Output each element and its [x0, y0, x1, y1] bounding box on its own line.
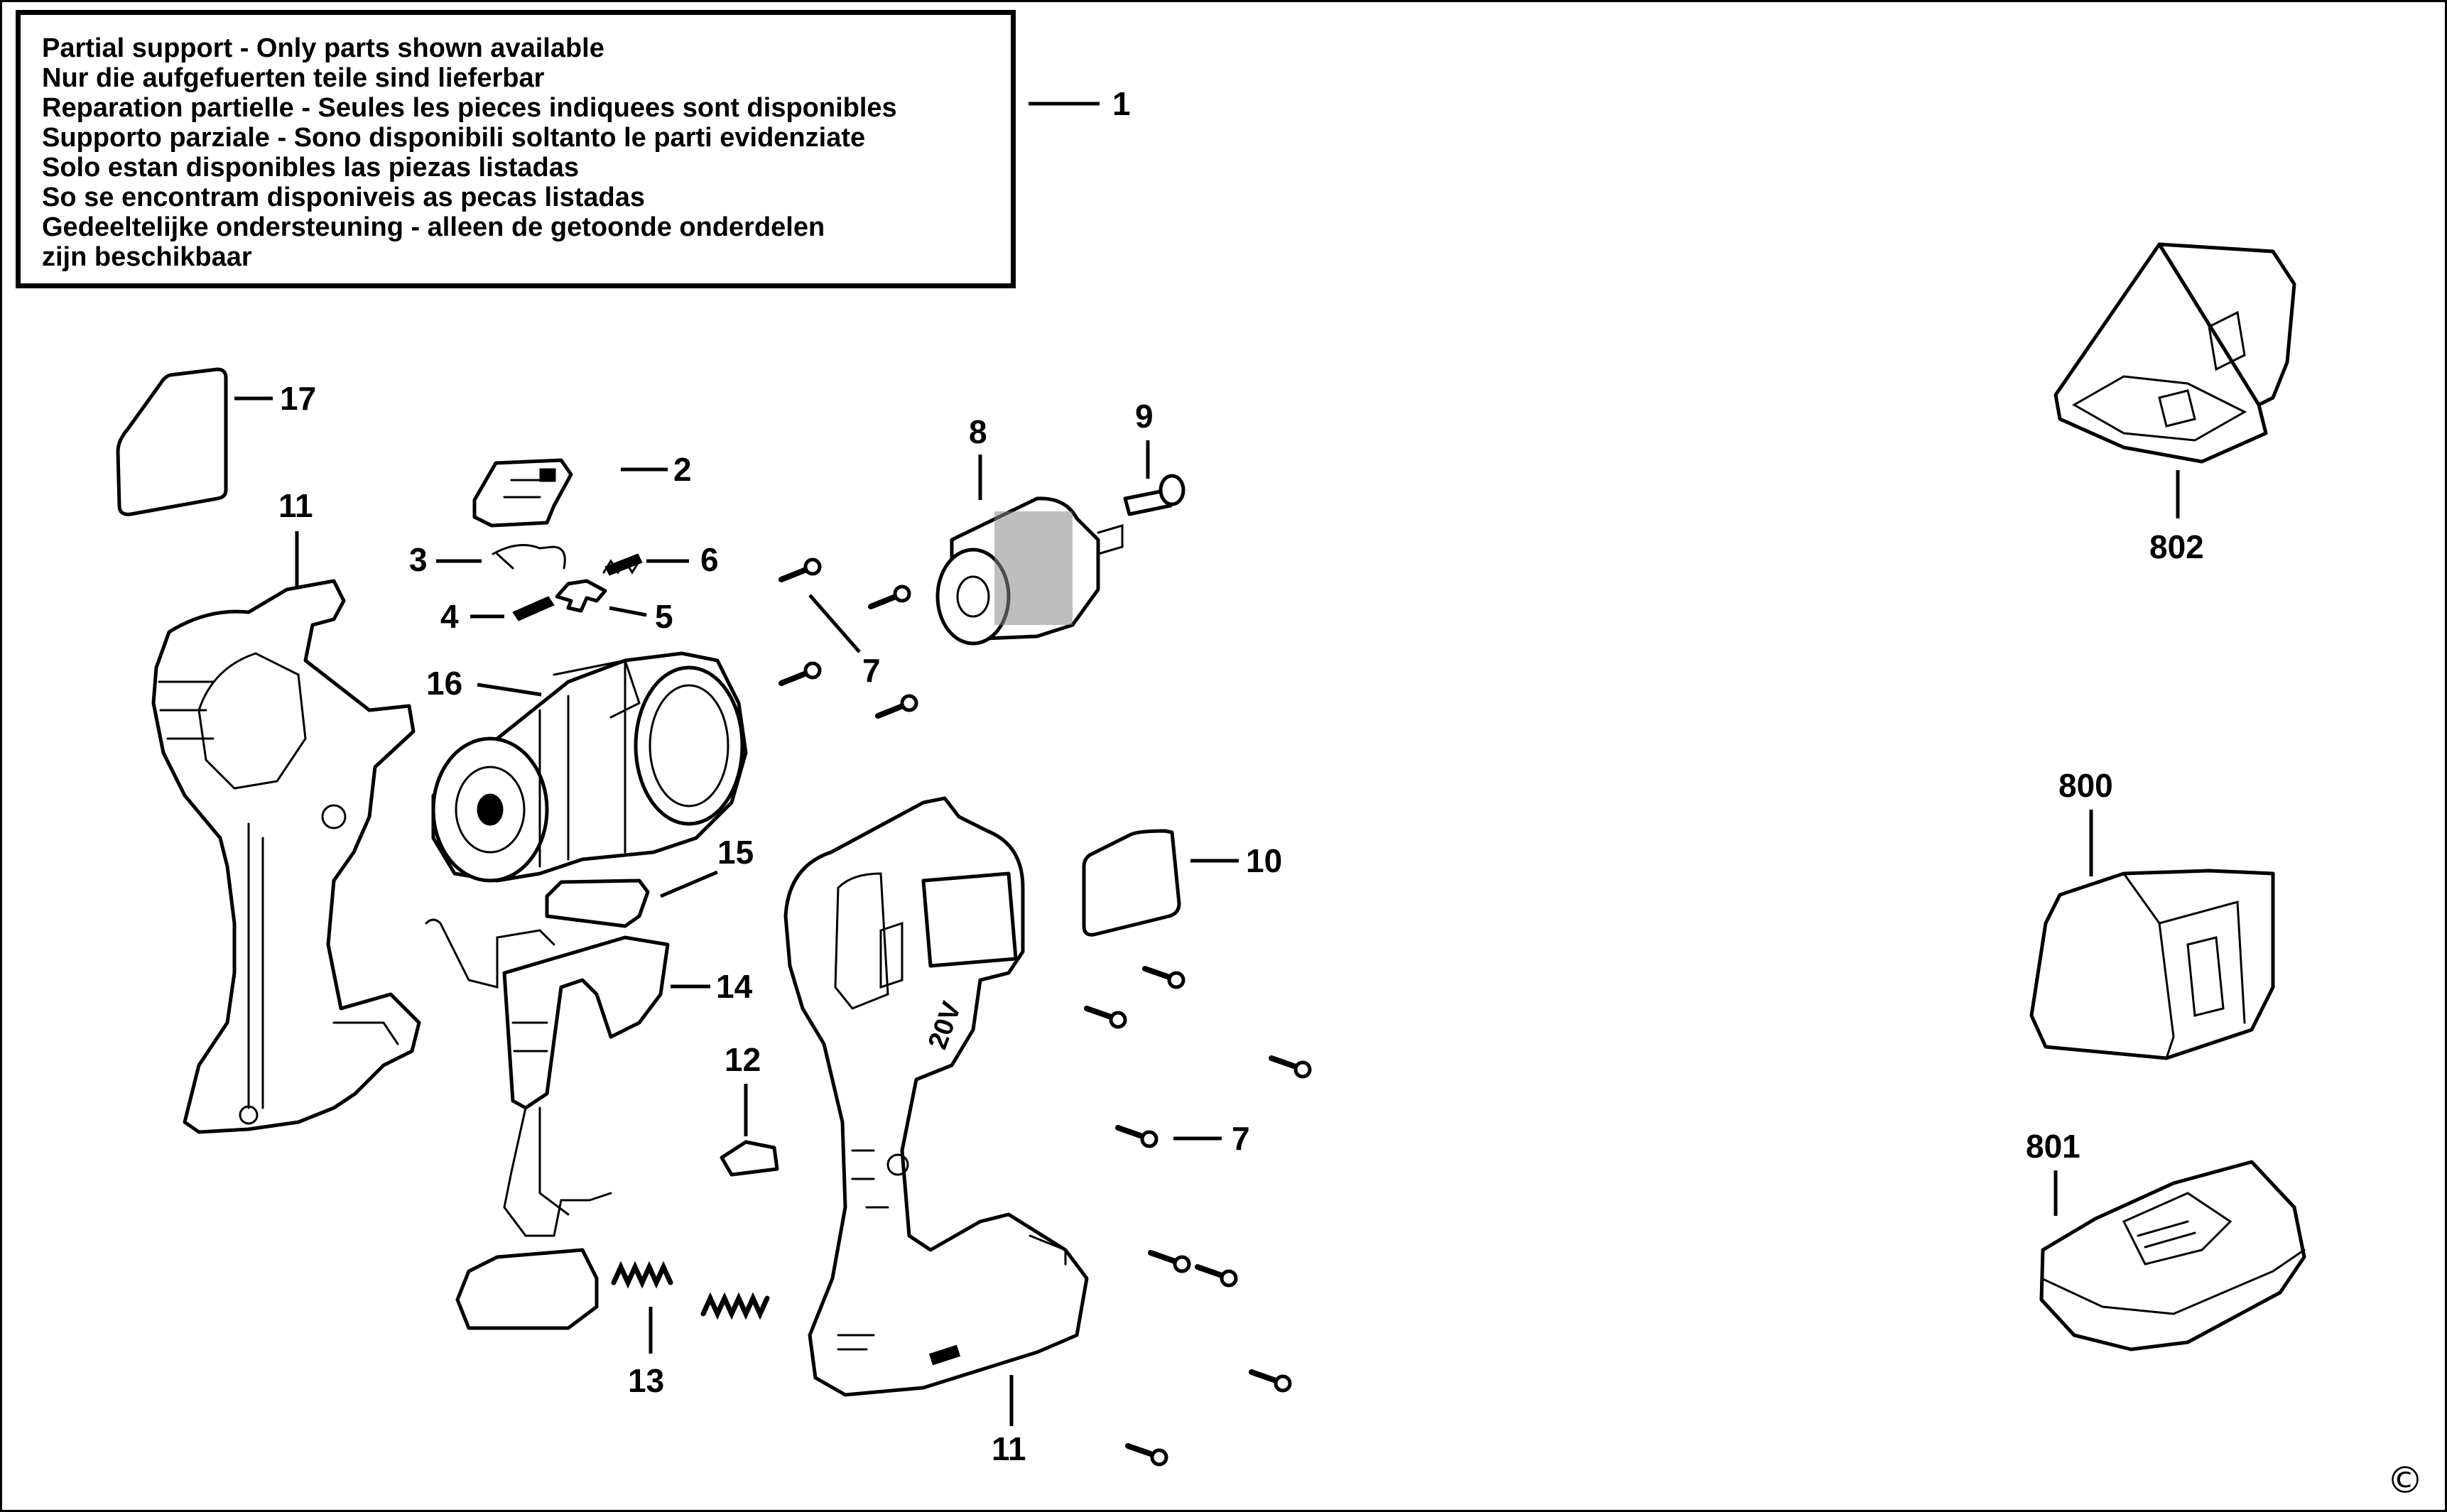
screw: [1269, 1055, 1312, 1079]
screw: [1084, 1006, 1127, 1029]
part-800-charger: [2029, 869, 2275, 1060]
callout-6: 6: [700, 541, 719, 578]
leader-line: [808, 594, 861, 653]
callout-9: 9: [1135, 398, 1154, 435]
partial-support-notice: Partial support - Only parts shown avail…: [16, 10, 1016, 288]
screw: [1125, 1443, 1168, 1467]
notice-line: zijn beschikbaar: [42, 242, 252, 272]
notice-line: Solo estan disponibles las piezas listad…: [42, 153, 580, 183]
screw: [1142, 966, 1185, 989]
callout-7-lower: 7: [1232, 1120, 1250, 1157]
notice-line: Reparation partielle - Seules les pieces…: [42, 93, 897, 123]
callout-3: 3: [409, 541, 428, 578]
part-3-wire-spring: [492, 544, 566, 570]
part-801-battery: [2039, 1160, 2306, 1351]
part-802-carry-case: [2053, 242, 2296, 464]
screw: [875, 694, 918, 719]
callout-5: 5: [655, 598, 673, 635]
part-15-block: [545, 879, 650, 928]
screw: [1148, 1250, 1191, 1273]
part-6-spring: [602, 553, 643, 576]
callout-800: 800: [2058, 767, 2113, 804]
screw: [1249, 1369, 1292, 1393]
part-2-selector: [472, 458, 573, 528]
callout-16: 16: [426, 665, 462, 702]
callout-11-bottom: 11: [992, 1430, 1026, 1467]
part-16-motor-gearbox: [431, 651, 748, 883]
screw: [778, 558, 822, 582]
label-10-sticker: [1082, 829, 1181, 937]
callout-14: 14: [716, 968, 753, 1005]
notice-line: Gedeeltelijke ondersteuning - alleen de …: [42, 212, 825, 242]
notice-line: Nur die aufgefuerten teile sind lieferba…: [42, 63, 545, 93]
callout-13: 13: [628, 1362, 664, 1399]
callout-2: 2: [673, 451, 692, 488]
part-12-clip: [720, 1140, 779, 1177]
notice-line: Partial support - Only parts shown avail…: [42, 33, 604, 63]
callout-802: 802: [2149, 528, 2204, 565]
callout-10: 10: [1246, 842, 1282, 879]
callout-11-top: 11: [278, 487, 313, 524]
leader-line: [609, 606, 647, 617]
callout-801: 801: [2026, 1128, 2080, 1165]
notice-line: So se encontram disponiveis as pecas lis…: [42, 183, 646, 212]
screw: [868, 584, 911, 609]
callout-4: 4: [440, 598, 459, 635]
part-14-switch-module: [425, 918, 670, 1330]
part-4-spring: [512, 596, 555, 621]
housing-half-left: [151, 579, 421, 1134]
callout-17: 17: [280, 380, 316, 417]
part-8-chuck: [935, 496, 1124, 646]
screw: [1115, 1125, 1159, 1148]
callout-15: 15: [717, 834, 754, 871]
notice-line: Supporto parziale - Sono disponibili sol…: [42, 123, 866, 153]
leader-line: [477, 682, 542, 697]
label-17-sticker: [116, 367, 228, 516]
screw: [1195, 1264, 1238, 1288]
callout-8: 8: [969, 413, 987, 450]
callout-7-upper: 7: [862, 652, 881, 689]
part-9-chuck-screw: [1123, 474, 1185, 516]
callout-1: 1: [1112, 85, 1131, 122]
housing-half-right: 20V: [783, 796, 1089, 1397]
part-13-springs: [611, 1261, 770, 1320]
callout-12: 12: [725, 1041, 761, 1078]
leader-line: [660, 870, 718, 898]
screw: [778, 661, 822, 686]
part-5-slider: [555, 579, 607, 613]
copyright-mark: ©: [2387, 1459, 2424, 1502]
